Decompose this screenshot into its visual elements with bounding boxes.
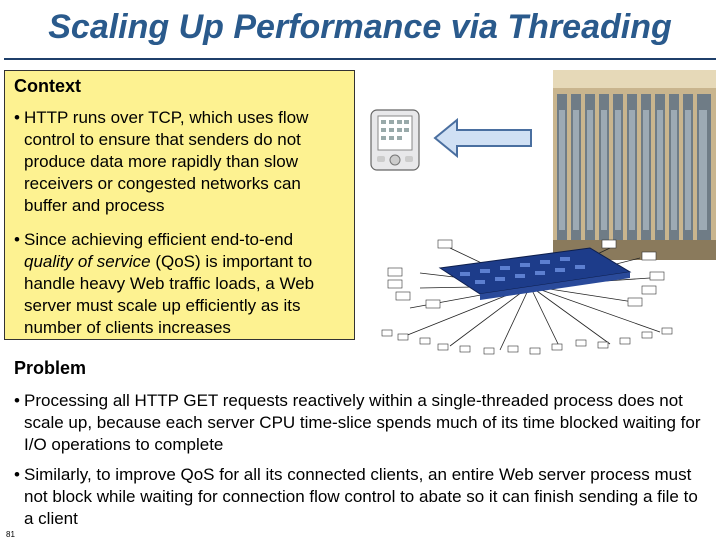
slide-title: Scaling Up Performance via Threading bbox=[48, 8, 672, 46]
pda-icon bbox=[370, 109, 420, 171]
problem-bullet-1-text: Processing all HTTP GET requests reactiv… bbox=[24, 391, 701, 454]
left-arrow-icon bbox=[433, 118, 532, 158]
context-heading: Context bbox=[14, 76, 81, 96]
server-rack-photo bbox=[553, 70, 716, 260]
problem-bullet-2: • Similarly, to improve QoS for all its … bbox=[14, 464, 704, 530]
problem-heading: Problem bbox=[14, 358, 87, 378]
page-number: 81 bbox=[6, 530, 15, 539]
problem-bullet-2-text: Similarly, to improve QoS for all its co… bbox=[24, 465, 698, 528]
context-bullet-2: • Since achieving efficient end-to-end q… bbox=[14, 229, 344, 339]
network-diagram bbox=[381, 239, 673, 355]
context-bullet-2-text: Since achieving efficient end-to-end qua… bbox=[24, 230, 315, 337]
title-underline bbox=[4, 58, 716, 60]
context-bullet-1-text: HTTP runs over TCP, which uses flow cont… bbox=[24, 108, 309, 215]
context-bullet-1: • HTTP runs over TCP, which uses flow co… bbox=[14, 107, 344, 217]
context-box bbox=[4, 70, 355, 340]
problem-bullet-1: • Processing all HTTP GET requests react… bbox=[14, 390, 704, 456]
